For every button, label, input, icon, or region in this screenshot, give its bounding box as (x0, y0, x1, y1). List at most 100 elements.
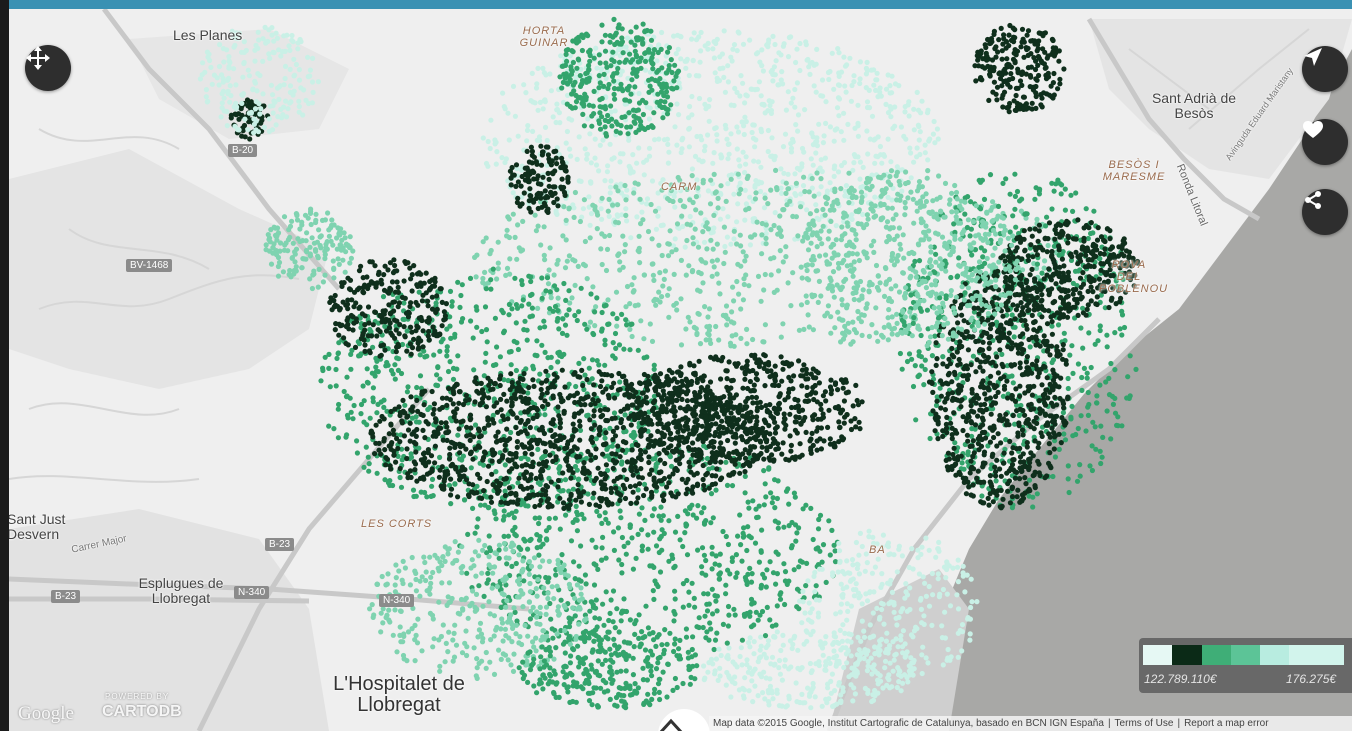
data-dot (821, 133, 827, 139)
data-dot (914, 145, 920, 151)
data-dot (500, 90, 506, 96)
data-dot (599, 371, 605, 377)
data-dot (916, 137, 922, 143)
data-dot (742, 469, 748, 475)
data-dot (825, 303, 832, 309)
data-dot (463, 628, 469, 634)
data-dot (906, 113, 912, 119)
data-dot (783, 488, 790, 494)
data-dot (709, 481, 715, 488)
data-dot (585, 491, 591, 497)
data-dot (404, 658, 410, 664)
data-dot (437, 454, 443, 460)
data-dot (678, 56, 684, 62)
data-dot (404, 455, 410, 462)
data-dot (621, 406, 628, 412)
data-dot (615, 213, 621, 219)
data-dot (486, 554, 492, 560)
data-dot (541, 636, 547, 642)
data-dot (813, 150, 819, 156)
data-dot (708, 177, 714, 183)
data-dot (482, 304, 489, 310)
data-dot (450, 560, 456, 566)
data-dot (422, 354, 428, 360)
data-dot (1011, 334, 1017, 340)
data-dot (564, 258, 570, 264)
data-dot (809, 175, 815, 182)
data-dot (435, 364, 441, 371)
data-dot (546, 504, 552, 510)
data-dot (485, 463, 492, 469)
data-dot (794, 165, 801, 171)
data-dot (662, 605, 669, 611)
data-dot (460, 401, 467, 408)
map-canvas[interactable]: Les Planes HORTA GUINAR Sant Adrià de Be… (9, 9, 1352, 731)
data-dot (789, 543, 795, 549)
data-dot (473, 591, 480, 598)
data-dot (576, 178, 582, 184)
data-dot (721, 224, 728, 230)
data-dot (331, 426, 337, 432)
data-dot (512, 275, 518, 281)
left-edge (0, 0, 9, 731)
data-dot (599, 545, 605, 551)
data-dot (732, 85, 738, 91)
data-dot (413, 441, 419, 447)
data-dot (494, 276, 500, 282)
data-dot (851, 73, 857, 79)
data-dot (686, 125, 693, 131)
data-dot (431, 636, 437, 642)
data-dot (829, 288, 836, 294)
data-dot (459, 570, 465, 576)
data-dot (563, 237, 569, 243)
data-dot (589, 439, 596, 445)
data-dot (627, 347, 633, 353)
data-dot (756, 79, 763, 85)
data-dot (567, 641, 574, 647)
data-dot (680, 604, 686, 610)
data-dot (505, 500, 511, 506)
data-dot (703, 337, 709, 343)
data-dot (509, 383, 516, 390)
data-dot (1034, 261, 1040, 267)
data-dot (778, 227, 784, 234)
data-dot (630, 169, 636, 175)
data-dot (738, 335, 744, 341)
data-dot (468, 565, 474, 571)
data-dot (678, 188, 684, 194)
data-dot (661, 497, 667, 504)
data-dot (635, 347, 641, 353)
data-dot (532, 515, 538, 521)
data-dot (592, 155, 598, 161)
data-dot (857, 159, 864, 165)
data-dot (499, 590, 505, 597)
data-dot (990, 252, 996, 258)
data-dot (590, 284, 596, 290)
data-dot (580, 261, 587, 267)
data-dot (790, 95, 796, 101)
data-dot (777, 248, 783, 254)
data-dot (524, 409, 531, 415)
data-dot (462, 640, 468, 646)
data-dot (724, 482, 731, 488)
data-dot (810, 327, 817, 333)
data-dot (574, 317, 580, 324)
data-dot (834, 126, 840, 132)
data-dot (888, 286, 894, 292)
data-dot (431, 406, 437, 413)
data-dot (379, 573, 385, 580)
data-dot (498, 626, 504, 632)
data-dot (527, 424, 533, 431)
data-dot (546, 558, 552, 565)
data-dot (772, 505, 778, 511)
data-dot (603, 430, 609, 436)
data-dot (623, 317, 629, 323)
data-dot (923, 285, 930, 291)
data-dot (908, 189, 914, 195)
data-dot (734, 570, 740, 576)
data-dot (452, 331, 458, 337)
data-dot (659, 29, 665, 36)
data-dot (528, 608, 534, 614)
data-dot (752, 184, 758, 190)
data-dot (457, 304, 463, 310)
